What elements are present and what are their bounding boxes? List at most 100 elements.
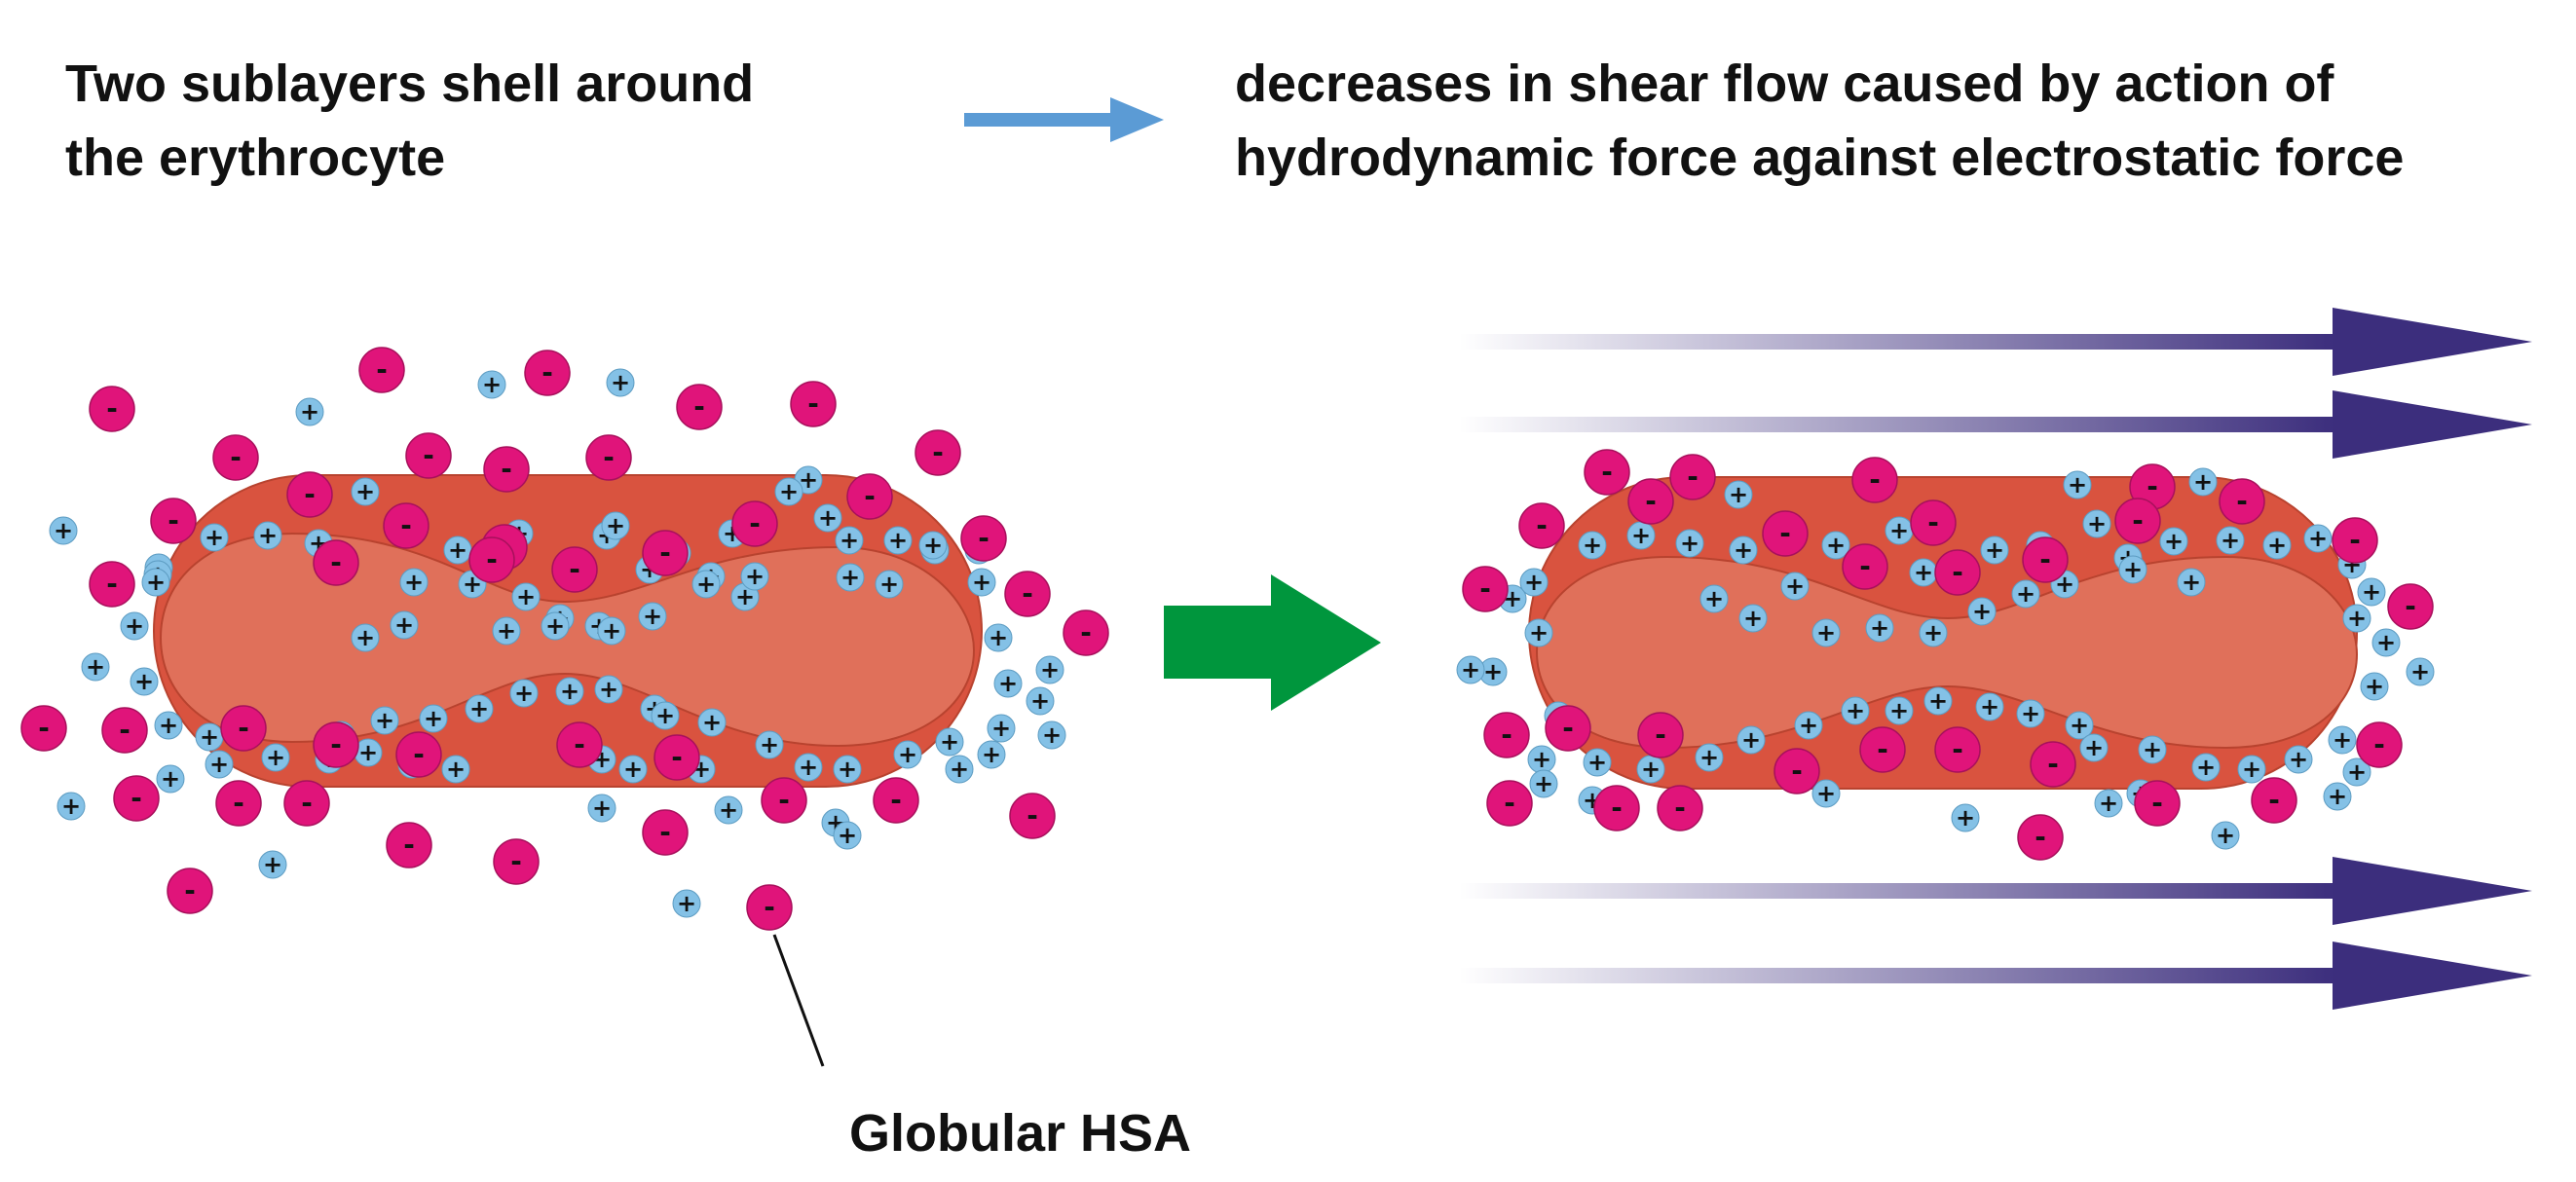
negative-charge-symbol: - — [1504, 787, 1515, 819]
right-positive-ion: + — [2211, 821, 2240, 850]
positive-ion-circle — [875, 570, 904, 599]
shear-flow-arrow-3 — [1459, 857, 2532, 925]
positive-charge-symbol: + — [1914, 559, 1933, 586]
negative-charge-symbol: - — [1080, 616, 1092, 648]
negative-ion-circle — [1486, 780, 1533, 827]
positive-charge-symbol: + — [469, 695, 489, 722]
right-positive-ion: + — [1695, 743, 1724, 772]
right-negative-ion: - — [1762, 510, 1809, 557]
left-positive-ion: + — [987, 714, 1016, 743]
negative-charge-symbol: - — [2236, 485, 2248, 517]
negative-charge-symbol: - — [1927, 506, 1939, 538]
left-negative-ion: - — [551, 546, 598, 593]
ions-left-group: ++++++++++++++++++++++++++++++++++++++++… — [20, 347, 1109, 931]
positive-ion-circle — [1923, 686, 1953, 716]
right-positive-ion: + — [1980, 536, 2009, 565]
positive-charge-symbol: + — [2242, 756, 2261, 783]
left-negative-ion: - — [915, 429, 961, 476]
positive-ion-circle — [2360, 672, 2389, 701]
right-positive-ion: + — [1524, 618, 1553, 647]
negative-charge-symbol: - — [184, 874, 196, 906]
right-negative-ion: - — [1859, 726, 1906, 773]
positive-charge-symbol: + — [358, 739, 378, 766]
positive-charge-symbol: + — [1583, 532, 1602, 559]
positive-ion-circle — [606, 368, 635, 397]
negative-ion-circle — [642, 809, 689, 856]
right-negative-ion: - — [1851, 457, 1898, 503]
positive-ion-circle — [1738, 604, 1768, 633]
negative-ion-circle — [493, 838, 540, 885]
positive-charge-symbol: + — [1699, 744, 1719, 771]
positive-charge-symbol: + — [1985, 536, 2004, 564]
positive-charge-symbol: + — [375, 707, 394, 734]
right-positive-ion: + — [1583, 748, 1612, 777]
positive-charge-symbol: + — [1816, 780, 1836, 807]
negative-ion-circle — [212, 434, 259, 481]
globular-hsa-leader-line — [772, 934, 825, 1067]
negative-ion-circle — [524, 350, 571, 396]
left-negative-ion: - — [642, 809, 689, 856]
right-positive-ion: + — [2323, 782, 2352, 811]
positive-ion-circle — [774, 477, 803, 506]
left-positive-ion: + — [154, 711, 183, 740]
negative-charge-symbol: - — [413, 738, 425, 770]
positive-ion-circle — [1811, 618, 1841, 647]
left-positive-ion: + — [261, 743, 290, 772]
negative-charge-symbol: - — [423, 439, 434, 471]
right-positive-ion: + — [2094, 789, 2123, 818]
positive-ion-circle — [651, 701, 680, 730]
positive-charge-symbol: + — [1799, 712, 1818, 739]
right-negative-ion: - — [2219, 478, 2265, 525]
positive-charge-symbol: + — [840, 564, 860, 591]
negative-charge-symbol: - — [1501, 719, 1512, 751]
right-negative-ion: - — [1669, 454, 1716, 500]
left-positive-ion: + — [258, 850, 287, 879]
positive-charge-symbol: + — [2267, 532, 2287, 559]
negative-charge-symbol: - — [807, 388, 819, 420]
positive-charge-symbol: + — [2216, 822, 2235, 849]
positive-ion-circle — [672, 889, 701, 918]
right-positive-ion: + — [2079, 733, 2109, 762]
left-positive-ion: + — [156, 764, 185, 794]
positive-ion-circle — [351, 623, 380, 652]
negative-charge-symbol: - — [168, 504, 179, 536]
positive-ion-circle — [2138, 735, 2167, 764]
negative-ion-circle — [1657, 785, 1703, 831]
left-negative-ion: - — [220, 705, 267, 752]
negative-ion-circle — [585, 434, 632, 481]
right-positive-ion: + — [1456, 655, 1485, 684]
positive-ion-circle — [141, 568, 170, 597]
negative-ion-circle — [468, 536, 515, 583]
negative-ion-circle — [101, 707, 148, 754]
positive-ion-circle — [1729, 536, 1758, 565]
positive-charge-symbol: + — [719, 796, 738, 824]
left-positive-ion: + — [813, 503, 842, 533]
left-negative-ion: - — [960, 515, 1007, 562]
right-negative-ion: - — [1910, 499, 1957, 546]
positive-charge-symbol: + — [818, 504, 838, 532]
right-positive-ion: + — [2342, 757, 2371, 787]
negative-charge-symbol: - — [1687, 461, 1699, 493]
left-positive-ion: + — [794, 753, 823, 782]
positive-charge-symbol: + — [560, 678, 579, 705]
negative-ion-circle — [113, 775, 160, 822]
positive-charge-symbol: + — [545, 612, 565, 640]
negative-charge-symbol: - — [2349, 524, 2361, 556]
negative-charge-symbol: - — [233, 787, 244, 819]
positive-charge-symbol: + — [514, 680, 534, 707]
right-positive-ion: + — [2284, 745, 2313, 774]
positive-charge-symbol: + — [2328, 783, 2347, 810]
right-positive-ion: + — [2328, 725, 2357, 755]
negative-ion-circle — [1004, 571, 1051, 617]
positive-ion-circle — [390, 610, 419, 640]
negative-charge-symbol: - — [2039, 543, 2051, 575]
negative-ion-circle — [960, 515, 1007, 562]
left-positive-ion: + — [697, 708, 727, 737]
positive-charge-symbol: + — [1741, 726, 1761, 754]
negative-charge-symbol: - — [932, 436, 944, 468]
right-positive-ion: + — [1811, 779, 1841, 808]
right-positive-ion: + — [2118, 555, 2147, 584]
positive-ion-circle — [1035, 655, 1064, 684]
positive-charge-symbol: + — [497, 617, 516, 645]
positive-ion-circle — [1951, 803, 1980, 832]
